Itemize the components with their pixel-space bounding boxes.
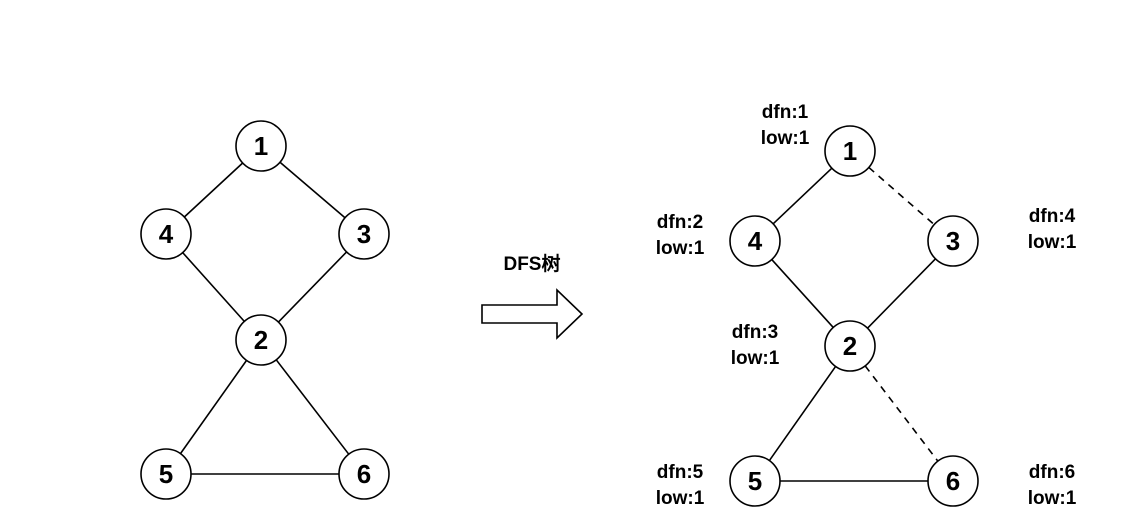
- left-node-label-6: 6: [357, 459, 371, 489]
- left-edge-1-3: [279, 161, 346, 219]
- right-graph-nodes: 1 4 3 2 5 6: [729, 125, 979, 507]
- right-edge-2-6: [864, 365, 939, 462]
- low-label-1: low:1: [761, 128, 810, 149]
- left-node-1: 1: [235, 120, 287, 172]
- right-graph-annotations: dfn:1 low:1 dfn:2 low:1 dfn:4 low:1 dfn:3 low:1…: [656, 102, 1077, 509]
- right-edge-2-5: [768, 365, 837, 462]
- right-node-3: 3: [927, 215, 979, 267]
- right-node-label-2: 2: [843, 331, 857, 361]
- low-label-5: low:1: [656, 488, 705, 509]
- right-node-label-4: 4: [748, 226, 763, 256]
- right-edge-1-4: [772, 167, 833, 225]
- dfs-arrow-shape: [481, 288, 584, 340]
- left-node-label-4: 4: [159, 219, 174, 249]
- left-node-circle-1: [235, 120, 287, 172]
- dfs-arrow-label: DFS树: [503, 252, 560, 275]
- low-label-3: low:1: [1028, 232, 1077, 253]
- dfn-label-2: dfn:3: [732, 322, 778, 343]
- right-node-4: 4: [729, 215, 781, 267]
- left-edge-2-5: [179, 359, 248, 455]
- right-node-label-5: 5: [748, 466, 762, 496]
- left-node-label-2: 2: [254, 325, 268, 355]
- left-node-6: 6: [338, 448, 390, 500]
- dfn-label-3: dfn:4: [1029, 206, 1076, 227]
- low-label-2: low:1: [731, 348, 780, 369]
- right-node-label-3: 3: [946, 226, 960, 256]
- right-node-circle-3: [927, 215, 979, 267]
- right-node-circle-1: [824, 125, 876, 177]
- right-node-circle-5: [729, 455, 781, 507]
- right-node-circle-6: [927, 455, 979, 507]
- right-node-5: 5: [729, 455, 781, 507]
- left-node-3: 3: [338, 208, 390, 260]
- left-edge-4-2: [182, 252, 245, 322]
- left-edge-3-2: [277, 251, 348, 323]
- dfn-label-4: dfn:2: [657, 212, 703, 233]
- dfn-label-1: dfn:1: [762, 102, 809, 123]
- left-node-circle-4: [140, 208, 192, 260]
- right-graph-edges: [768, 166, 939, 482]
- right-node-circle-2: [824, 320, 876, 372]
- left-node-2: 2: [235, 314, 287, 366]
- left-edge-2-6: [275, 359, 350, 455]
- dfn-label-6: dfn:6: [1029, 462, 1075, 483]
- left-edge-1-4: [183, 162, 244, 218]
- left-node-label-5: 5: [159, 459, 173, 489]
- left-node-label-1: 1: [254, 131, 268, 161]
- right-edge-3-2: [866, 258, 937, 329]
- left-node-circle-6: [338, 448, 390, 500]
- dfn-label-5: dfn:5: [657, 462, 704, 483]
- low-label-6: low:1: [1028, 488, 1077, 509]
- right-node-6: 6: [927, 455, 979, 507]
- right-node-label-6: 6: [946, 466, 960, 496]
- right-node-1: 1: [824, 125, 876, 177]
- left-node-circle-3: [338, 208, 390, 260]
- right-edge-4-2: [771, 259, 834, 328]
- left-node-4: 4: [140, 208, 192, 260]
- right-edge-1-3: [868, 166, 935, 226]
- left-graph-nodes: 1 4 3 2 5 6: [140, 120, 390, 500]
- left-node-circle-5: [140, 448, 192, 500]
- low-label-4: low:1: [656, 238, 705, 259]
- left-node-label-3: 3: [357, 219, 371, 249]
- right-node-2: 2: [824, 320, 876, 372]
- left-graph-edges: [179, 161, 350, 475]
- left-node-circle-2: [235, 314, 287, 366]
- right-node-label-1: 1: [843, 136, 857, 166]
- right-node-circle-4: [729, 215, 781, 267]
- dfs-arrow: DFS树: [481, 252, 584, 340]
- left-node-5: 5: [140, 448, 192, 500]
